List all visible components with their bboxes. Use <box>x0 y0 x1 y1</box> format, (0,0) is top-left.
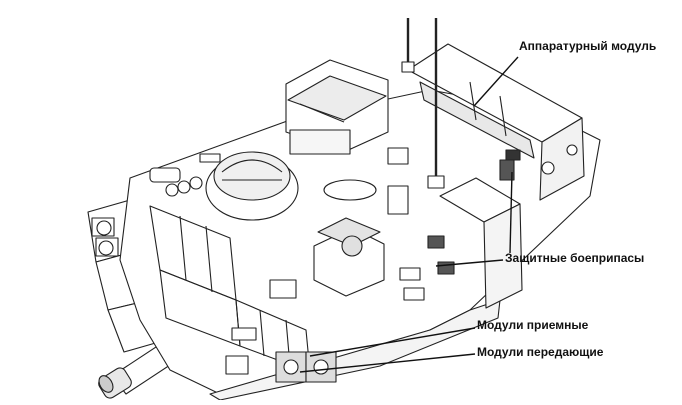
commander-cupola <box>205 151 299 221</box>
hardware-module-housing <box>407 43 585 201</box>
protective-ammo-launchers <box>399 149 523 309</box>
sensor-modules <box>225 351 337 383</box>
turret-details <box>149 147 409 341</box>
antennas <box>401 18 445 189</box>
leader-lines <box>299 56 519 373</box>
callout-transmitting-modules: Модули передающие <box>477 345 604 359</box>
callout-hardware-module: Аппаратурный модуль <box>519 39 657 53</box>
sight-tower <box>285 59 389 155</box>
callout-receiving-modules: Модули приемные <box>477 318 589 332</box>
gunner-sight <box>313 217 385 297</box>
callout-protective-ammunition: Защитные боеприпасы <box>505 251 645 265</box>
